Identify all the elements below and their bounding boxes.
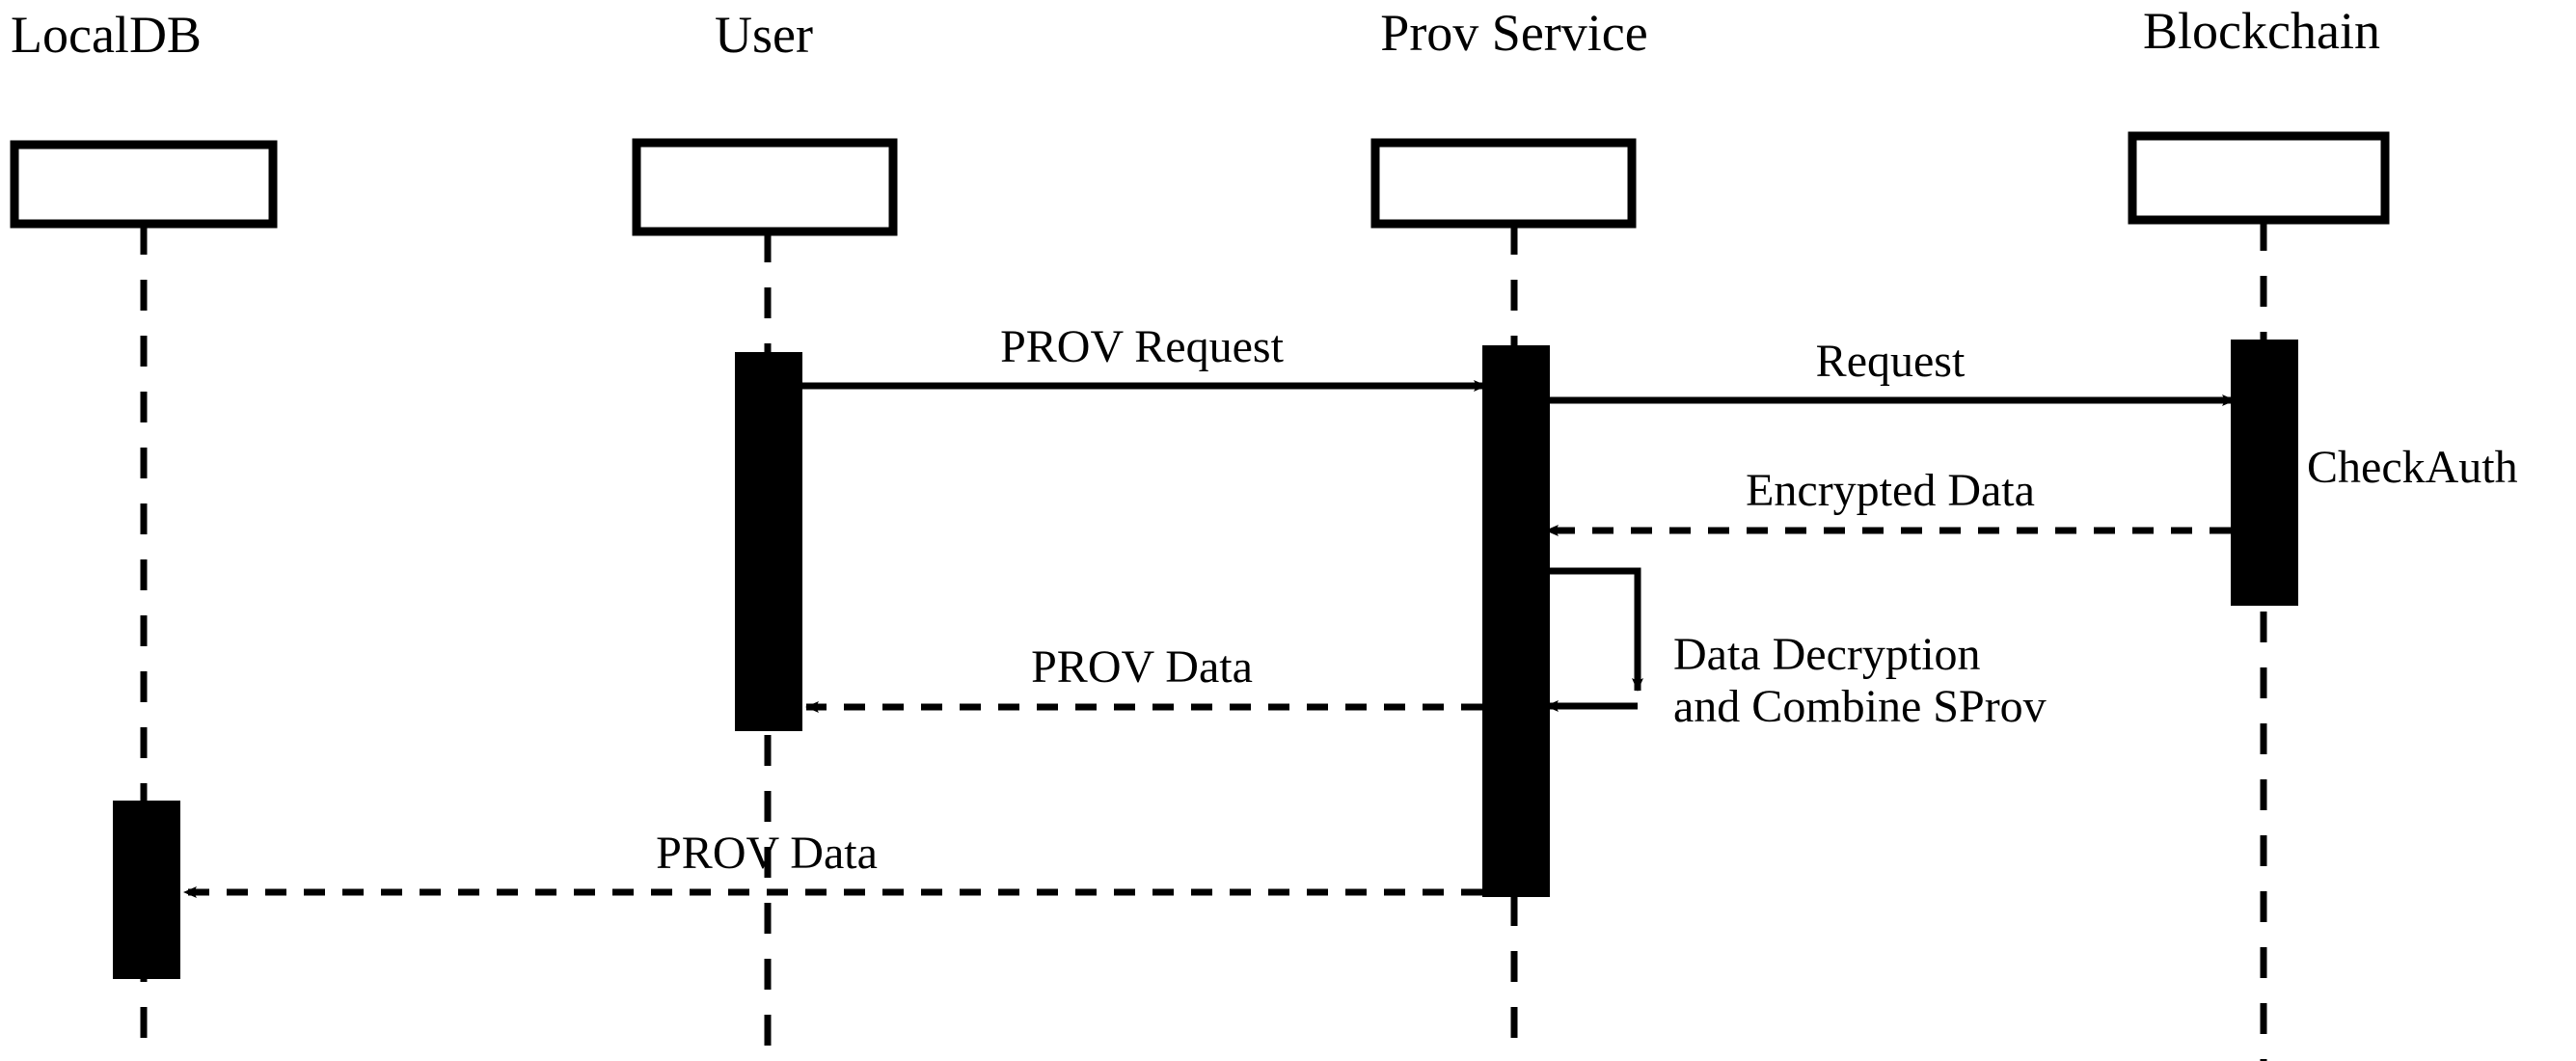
participant-box-blockchain[interactable] <box>2128 131 2390 225</box>
activation-bar-prov-service[interactable] <box>1482 345 1550 897</box>
message-label-request: Request <box>1815 336 1966 387</box>
activation-bar-localdb[interactable] <box>113 801 180 979</box>
participant-box-localdb[interactable] <box>10 140 278 229</box>
participant-boxes <box>10 131 2390 236</box>
message-arrow-data-decryption-self[interactable] <box>1545 567 1643 712</box>
participant-title-prov-service: Prov Service <box>1380 4 1648 62</box>
participant-box-prov-service[interactable] <box>1370 138 1637 229</box>
activation-bars <box>113 340 2298 979</box>
activation-bar-user[interactable] <box>735 352 802 731</box>
participant-title-blockchain: Blockchain <box>2143 2 2380 60</box>
participant-box-user[interactable] <box>632 138 898 236</box>
message-label-encrypted-data: Encrypted Data <box>1746 465 2035 516</box>
activation-bar-blockchain[interactable] <box>2231 340 2298 606</box>
participant-title-localdb: LocalDB <box>11 6 202 64</box>
message-arrows <box>183 380 2236 898</box>
message-label-prov-request: PROV Request <box>1000 321 1284 372</box>
message-label-data-decryption-self: Data Decryption and Combine SProv <box>1673 629 2047 732</box>
annotation-checkauth: CheckAuth <box>2307 442 2518 493</box>
message-label-prov-data-to-user: PROV Data <box>1031 641 1253 693</box>
participant-title-user: User <box>715 6 813 64</box>
message-label-prov-data-to-localdb: PROV Data <box>656 828 878 879</box>
